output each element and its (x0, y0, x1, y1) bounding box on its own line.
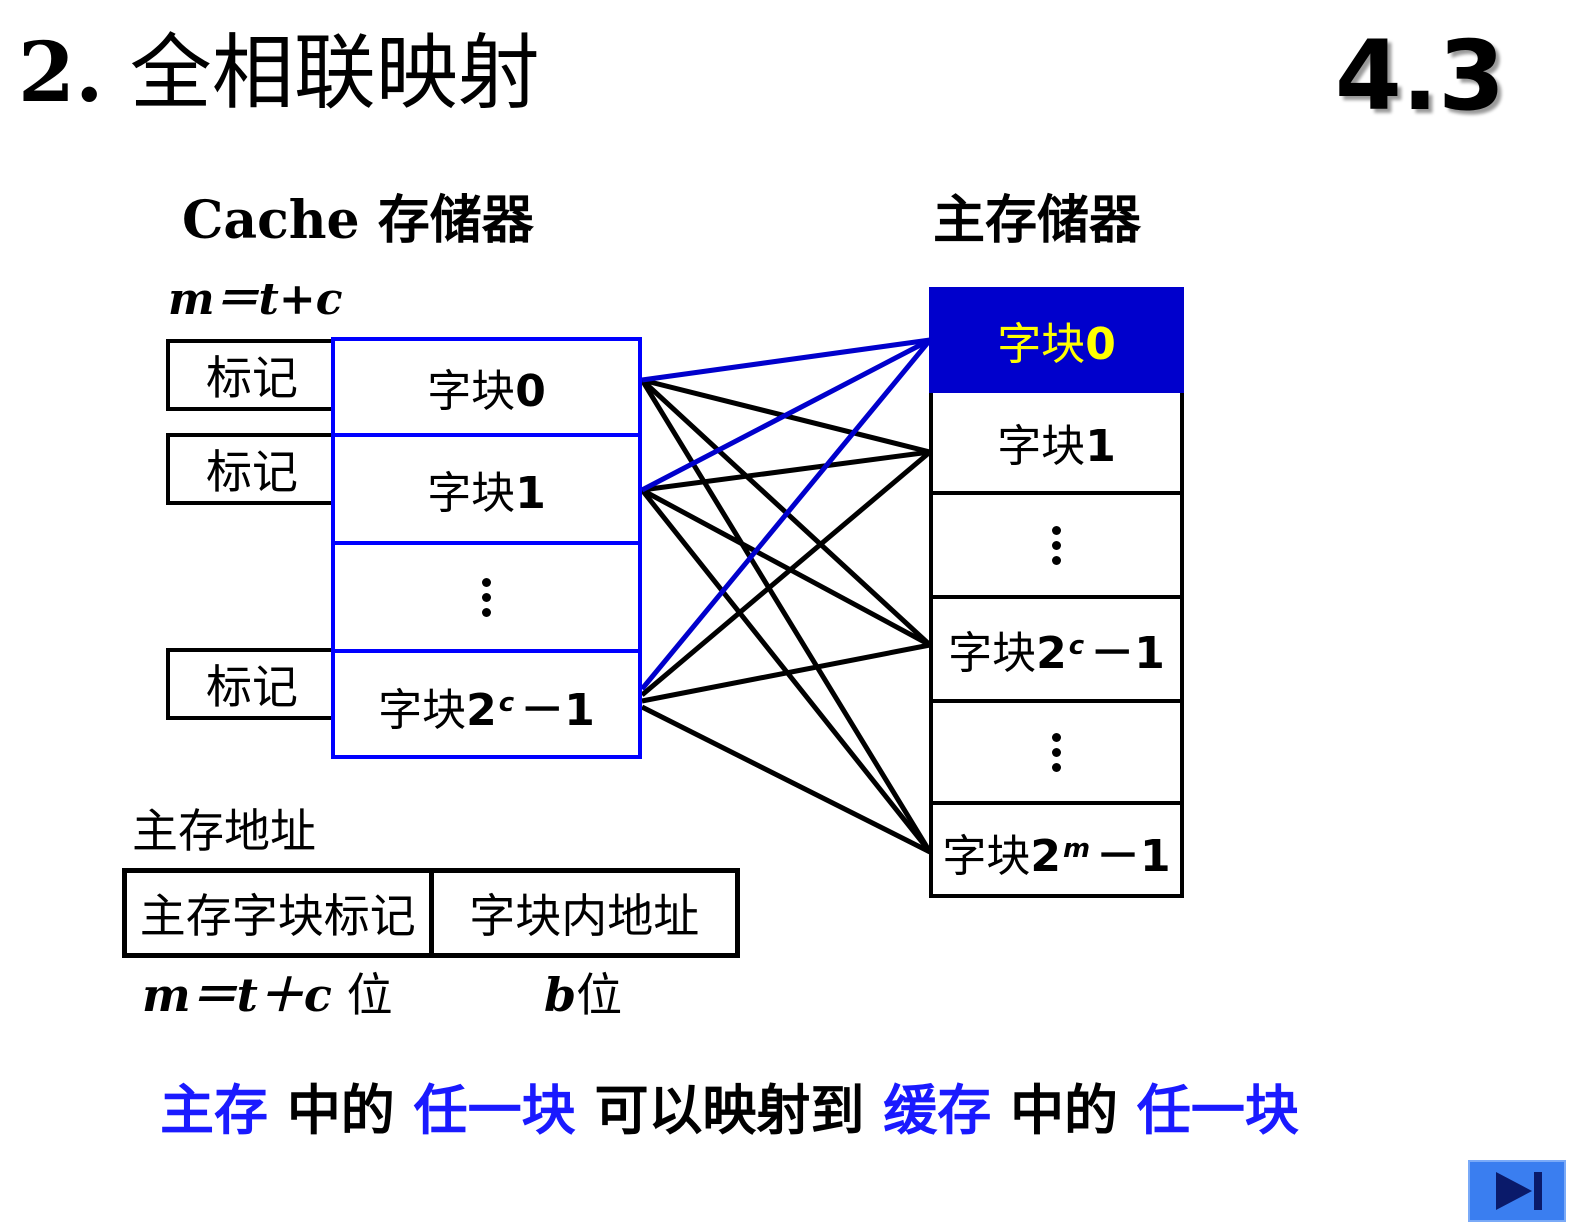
conclusion-part: 任一块 (413, 1078, 576, 1142)
field2-bits: b位 (544, 972, 622, 1018)
address-field-offset: 字块内地址 (469, 889, 700, 943)
mapping-line-2-3 (640, 704, 932, 855)
tag-box-1: 标记 (166, 433, 334, 505)
memory-block-2m-1-label: 字块2m－1 (942, 830, 1171, 882)
skip-next-icon (1496, 1172, 1542, 1210)
title-number: 2. (18, 25, 104, 121)
field2-bits-expr: b (544, 968, 577, 1022)
conclusion-part: 中的 (1010, 1078, 1119, 1142)
cache-block-last-label: 字块2c－1 (378, 685, 595, 736)
title-text: 全相联映射 (129, 26, 540, 121)
vertical-ellipsis-icon (1052, 525, 1061, 565)
tag-box-last: 标记 (166, 648, 334, 720)
mapping-line-1-2 (640, 487, 932, 648)
field1-bits: m＝t＋c 位 (142, 972, 393, 1018)
mapping-line-0-3 (639, 378, 933, 854)
conclusion-part: 可以映射到 (594, 1078, 865, 1142)
field1-bits-unit: 位 (346, 968, 393, 1022)
cache-block-0: 字块0 (335, 341, 638, 437)
mapping-line-2-0 (640, 338, 932, 691)
cache-block-ellipsis (335, 545, 638, 653)
memory-block-2c-1: 字块2c－1 (933, 599, 1180, 703)
field1-bits-expr: m＝t＋c (142, 968, 332, 1022)
memory-block-ellipsis-1 (933, 495, 1180, 599)
memory-block-0-label: 字块0 (997, 319, 1116, 370)
vertical-ellipsis-icon (482, 577, 491, 617)
cache-block-1-label: 字块1 (427, 468, 546, 519)
cache-block-1: 字块1 (335, 437, 638, 545)
address-format: 主存字块标记 字块内地址 (122, 868, 740, 958)
next-slide-button[interactable] (1468, 1160, 1566, 1222)
field2-bits-unit: 位 (576, 968, 623, 1022)
memory-block-1-label: 字块1 (997, 421, 1116, 472)
address-field-tag: 主存字块标记 (127, 873, 434, 953)
conclusion-part: 主存 (160, 1078, 268, 1142)
cache-block-0-label: 字块0 (427, 366, 546, 417)
section-number: 4.3 (1335, 20, 1506, 132)
cache-heading: Cache 存储器 (182, 190, 534, 251)
memory-block-0: 字块0 (929, 287, 1184, 393)
conclusion-part: 缓存 (883, 1078, 992, 1142)
address-label: 主存地址 (132, 804, 316, 858)
conclusion-part: 中的 (286, 1078, 395, 1142)
memory-column: 字块0 字块1 字块2c－1 字块2m－1 (929, 287, 1184, 898)
mapping-line-1-1 (641, 449, 931, 493)
memory-block-1: 字块1 (933, 393, 1180, 495)
mapping-line-0-0 (641, 337, 931, 383)
memory-block-ellipsis-2 (933, 703, 1180, 805)
vertical-ellipsis-icon (1052, 732, 1061, 772)
slide-title: 2. 全相联映射 (18, 32, 540, 115)
mapping-line-2-1 (640, 450, 932, 697)
tag-box-0: 标记 (166, 339, 334, 411)
cache-formula: m＝t+c (168, 274, 343, 325)
mapping-line-2-2 (641, 642, 931, 704)
memory-block-2c-1-label: 字块2c－1 (948, 628, 1165, 679)
conclusion-sentence: 主存 中的 任一块 可以映射到 缓存 中的 任一块 (160, 1083, 1299, 1137)
cache-block-last: 字块2c－1 (335, 653, 638, 759)
memory-block-2m-1: 字块2m－1 (933, 805, 1180, 898)
mapping-line-1-0 (640, 337, 932, 493)
conclusion-part: 任一块 (1136, 1078, 1299, 1142)
memory-heading: 主存储器 (933, 190, 1142, 251)
cache-column: 字块0 字块1 字块2c－1 (331, 337, 642, 759)
